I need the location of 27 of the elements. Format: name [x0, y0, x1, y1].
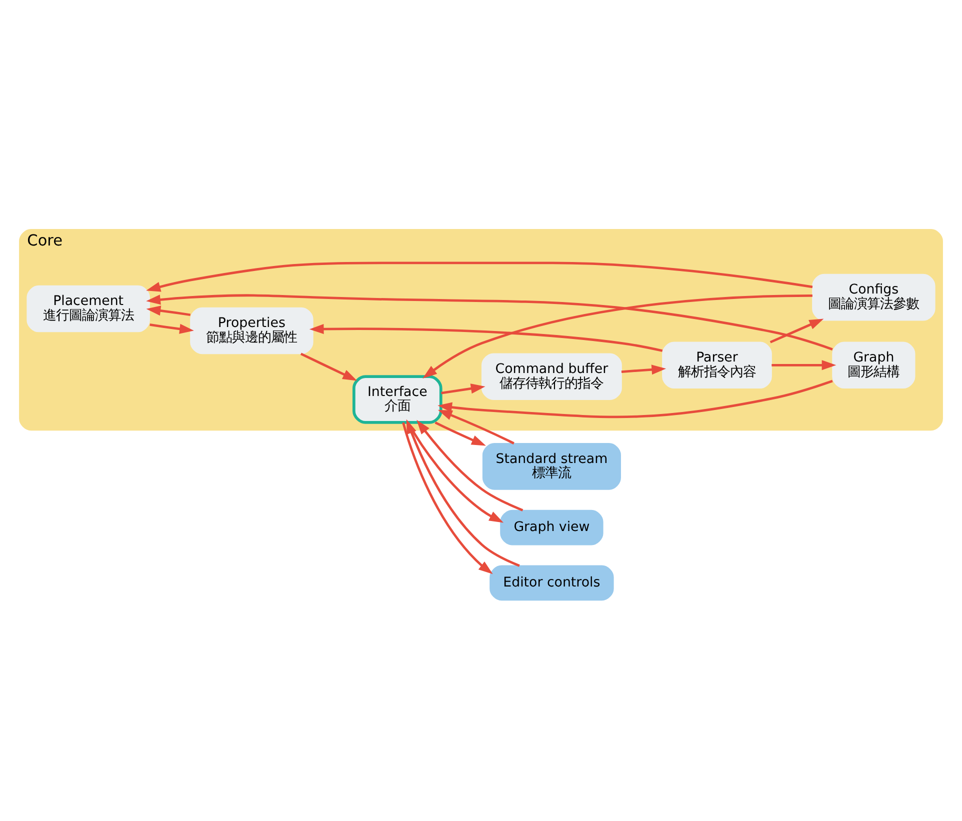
node-box: Placement 進行圖論演算法: [26, 284, 150, 332]
arrow: [402, 422, 493, 574]
node-box: Interface 介面: [352, 374, 442, 424]
arrow: [406, 418, 520, 566]
node-box: Standard stream 標準流: [482, 442, 621, 490]
arrow: [146, 261, 813, 292]
arrow: [300, 352, 358, 380]
node-box: Configs 圖論演算法參數: [812, 273, 936, 320]
node-box: Graph 圖形結構: [832, 341, 916, 388]
arrow: [150, 323, 194, 334]
node-box: Parser 解析指令內容: [662, 341, 772, 388]
arrow: [146, 305, 191, 316]
arrow: [146, 294, 833, 350]
node-box: Editor controls: [490, 564, 614, 600]
arrow: [416, 419, 524, 511]
node-box: Command buffer 儲存待執行的指令: [481, 352, 622, 400]
arrow: [422, 294, 812, 378]
arrow: [770, 318, 824, 343]
arrow: [434, 421, 486, 446]
arrow: [621, 364, 666, 374]
arrow: [438, 379, 833, 418]
arrow: [309, 324, 663, 352]
arrow: [772, 360, 836, 370]
arrow: [438, 409, 514, 444]
node-box: Properties 節點與邊的屬性: [190, 306, 314, 354]
arrow: [441, 383, 486, 394]
node-box: Graph view: [500, 509, 604, 545]
